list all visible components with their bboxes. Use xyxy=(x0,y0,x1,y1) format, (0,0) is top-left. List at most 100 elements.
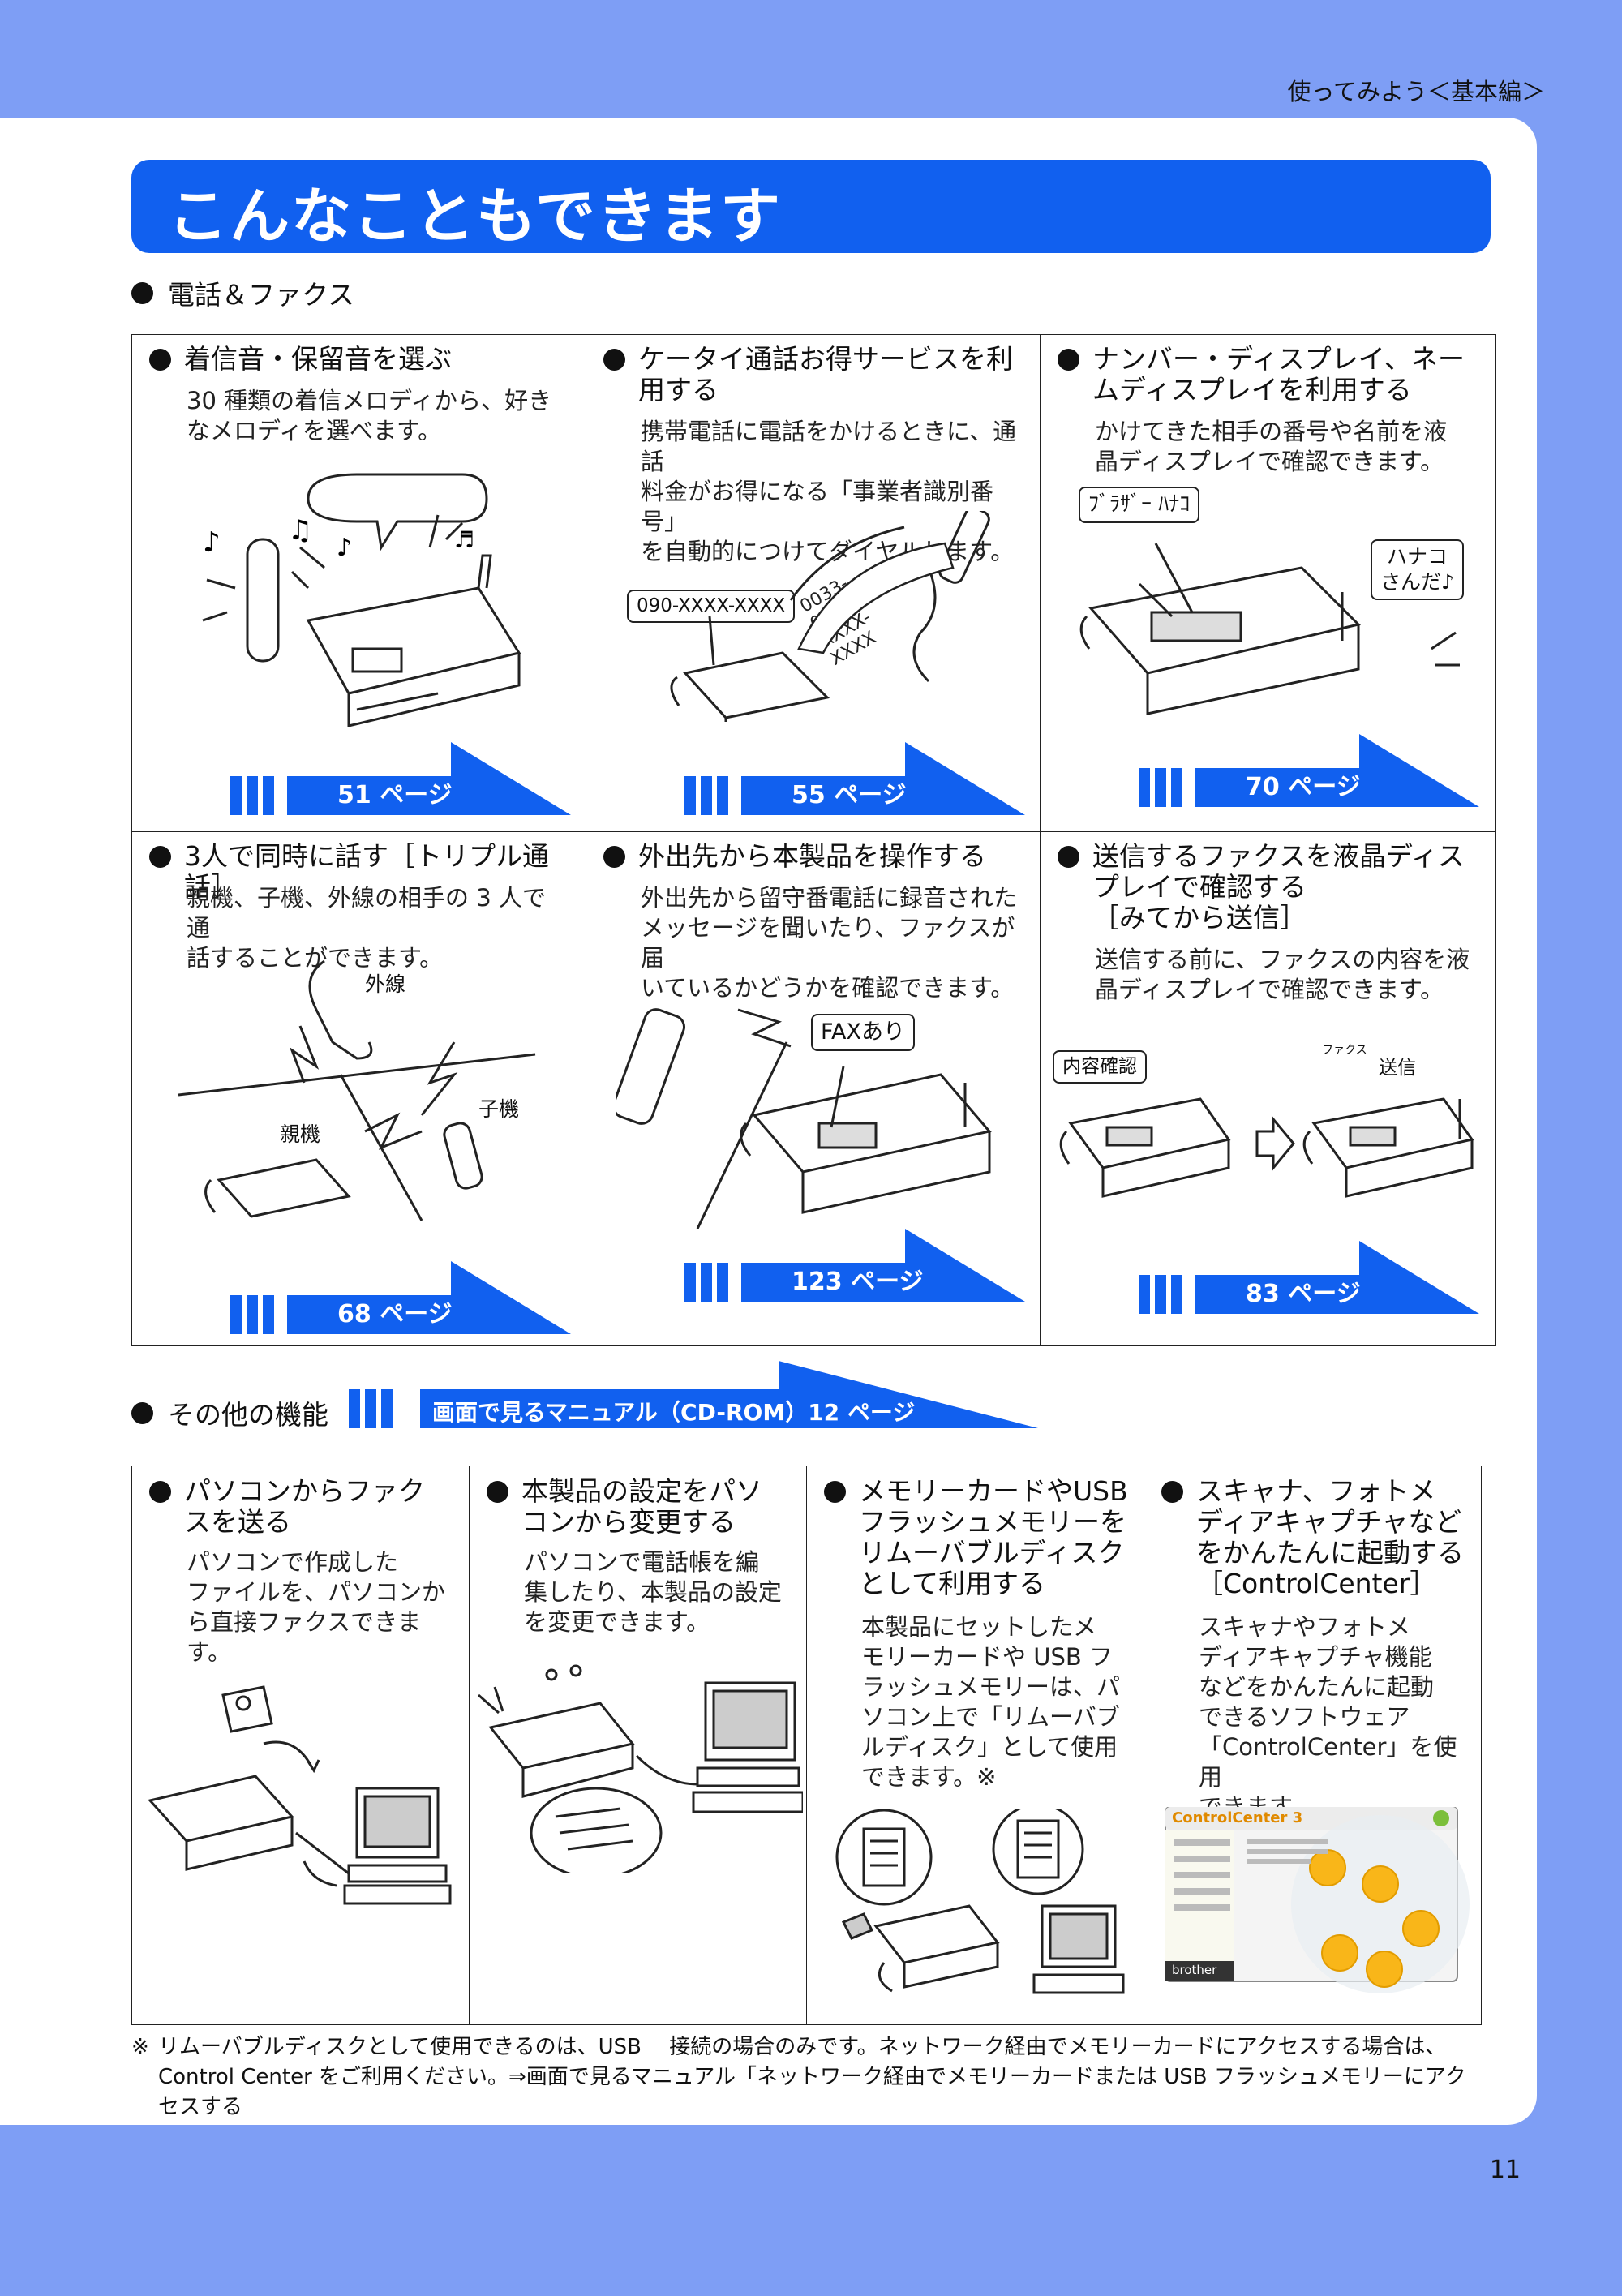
fax-cell-description: 親機、子機、外線の相手の 3 人で通話することができます。 xyxy=(187,883,568,973)
heading-line: 送信するファクスを液晶ディス xyxy=(1092,840,1465,872)
heading-line: ナンバー・ディスプレイ、ネー xyxy=(1092,343,1465,375)
page-reference-badge: 51 ページ xyxy=(230,742,571,815)
description-line: いているかどうかを確認できます。 xyxy=(641,974,1015,1002)
heading-line: メモリーカードやUSB xyxy=(859,1475,1128,1507)
svg-text:♪: ♪ xyxy=(203,526,221,559)
fax-cell-heading: 送信するファクスを液晶ディスプレイで確認する［みてから送信］ xyxy=(1058,841,1482,933)
svg-text:♪: ♪ xyxy=(337,534,352,562)
bullet-icon xyxy=(149,349,171,371)
description-line: パソコンで作成した xyxy=(187,1548,399,1576)
svg-text:♬: ♬ xyxy=(454,526,474,553)
description-line: などをかんたんに起動 xyxy=(1199,1673,1435,1701)
heading-line: ディアキャプチャなど xyxy=(1196,1506,1462,1538)
number-display-illustration xyxy=(1079,543,1460,715)
other-cell-heading: 本製品の設定をパソコンから変更する xyxy=(487,1476,792,1538)
description-line: 料金がお得になる「事業者識別番号」 xyxy=(641,478,994,535)
description-line: 本製品にセットしたメ xyxy=(861,1613,1097,1641)
page-title: こんなこともできます xyxy=(168,182,783,251)
footnote-mark: ※ xyxy=(131,2035,149,2059)
hanako-bubble: ハナコ さんだ♪ xyxy=(1371,539,1464,600)
page-reference-badge: 68 ページ xyxy=(230,1261,571,1334)
description-line: ら直接ファクスできま xyxy=(187,1608,422,1636)
description-line: 「ControlCenter」を使用 xyxy=(1199,1733,1457,1791)
manual-banner-label: 画面で見るマニュアル（CD-ROM）12 ページ xyxy=(432,1399,916,1426)
page-reference-badge: 123 ページ xyxy=(684,1229,1025,1302)
heading-line: をかんたんに起動する xyxy=(1196,1537,1464,1569)
description-line: パソコンで電話帳を編 xyxy=(524,1548,760,1576)
outside-line-label: 外線 xyxy=(365,972,406,996)
send-tag: 送信 xyxy=(1379,1058,1416,1079)
base-unit-label: 親機 xyxy=(280,1122,321,1146)
description-line: できるソフトウェア xyxy=(1199,1703,1410,1731)
header-band xyxy=(0,0,1622,118)
heading-line: 外出先から本製品を操作する xyxy=(638,840,986,872)
description-line: かけてきた相手の番号や名前を液 xyxy=(1095,418,1448,445)
title-bar: こんなこともできます xyxy=(131,160,1491,253)
fax-cell-heading: 外出先から本製品を操作する xyxy=(603,841,1025,872)
fax-cell-heading: ケータイ通話お得サービスを利用する xyxy=(603,344,1025,406)
bullet-icon xyxy=(1058,349,1079,371)
screen-title: ControlCenter 3 xyxy=(1172,1809,1303,1826)
description-line: ソコン上で「リムーバブ xyxy=(861,1703,1120,1731)
description-line: モリーカードや USB フ xyxy=(861,1643,1113,1671)
bullet-icon xyxy=(487,1481,508,1503)
remote-access-illustration xyxy=(616,1008,992,1229)
manual-banner xyxy=(349,1361,1038,1428)
handset-label: 子機 xyxy=(478,1097,520,1121)
description-line: 晶ディスプレイで確認できます。 xyxy=(1095,448,1444,475)
description-line: 晶ディスプレイで確認できます。 xyxy=(1095,976,1444,1003)
control-center-screen xyxy=(1165,1807,1470,1993)
heading-line: 用する xyxy=(638,374,719,406)
page-reference-label: 83 ページ xyxy=(1246,1280,1361,1308)
description-line: 親機、子機、外線の相手の 3 人で通 xyxy=(187,884,546,942)
description-line: す。 xyxy=(187,1638,232,1666)
bullet-icon xyxy=(131,281,153,304)
heading-line: コンから変更する xyxy=(521,1506,736,1538)
description-line: 外出先から留守番電話に録音された xyxy=(641,884,1018,912)
bullet-icon xyxy=(131,1401,153,1424)
heading-line: リムーバブルディスク xyxy=(859,1537,1125,1569)
page-reference-label: 55 ページ xyxy=(792,781,907,809)
fax-key-label: ファクス xyxy=(1322,1044,1367,1057)
heading-line: スを送る xyxy=(184,1506,291,1538)
description-line: 話することができます。 xyxy=(187,944,444,972)
mobile-call-illustration xyxy=(670,511,990,722)
heading-line: 3人で同時に話す［トリプル通話］ xyxy=(184,840,549,903)
pc-settings-illustration xyxy=(478,1664,803,1873)
fax-received-tag: FAXあり xyxy=(811,1014,916,1051)
description-line: ファイルを、パソコンか xyxy=(187,1578,446,1606)
fax-cell-description: 外出先から留守番電話に録音されたメッセージを聞いたり、ファクスが届いているかどう… xyxy=(641,883,1022,1003)
memory-card-illustration xyxy=(835,1809,1125,1994)
description-line: 送信する前に、ファクスの内容を液 xyxy=(1095,946,1470,973)
page-number: 11 xyxy=(1489,2156,1521,2184)
bullet-icon xyxy=(149,1481,171,1503)
other-cell-description: スキャナやフォトメディアキャプチャ機能などをかんたんに起動できるソフトウェア「C… xyxy=(1199,1612,1465,1822)
heading-line: ケータイ通話お得サービスを利 xyxy=(638,343,1013,375)
bullet-icon xyxy=(149,846,171,868)
preview-send-illustration xyxy=(1059,1097,1474,1198)
page-reference-label: 68 ページ xyxy=(337,1300,453,1328)
page-reference-badge: 55 ページ xyxy=(684,742,1025,815)
screen-brand: brother xyxy=(1172,1963,1217,1977)
page-reference-badge: 70 ページ xyxy=(1139,734,1479,807)
section-fax-label: 電話＆ファクス xyxy=(168,279,355,311)
description-line: なメロディを選べます。 xyxy=(187,417,442,444)
other-cell-heading: パソコンからファクスを送る xyxy=(149,1476,454,1538)
content-check-tag: 内容確認 xyxy=(1053,1050,1147,1084)
page-reference-label: 51 ページ xyxy=(337,781,453,809)
heading-line: 着信音・保留音を選ぶ xyxy=(184,343,452,375)
triple-call-illustration xyxy=(178,959,536,1221)
footnote-line: リムーバブルディスクとして使用できるのは、USB 接続の場合のみです。ネットワー… xyxy=(158,2035,1447,2059)
description-line: ラッシュメモリーは、パ xyxy=(861,1673,1121,1701)
fax-cell-description: 30 種類の着信メロディから、好きなメロディを選べます。 xyxy=(187,386,568,446)
heading-line: 本製品の設定をパソ xyxy=(521,1475,762,1507)
other-cell-description: パソコンで電話帳を編集したり、本製品の設定を変更できます。 xyxy=(524,1547,790,1637)
bullet-icon xyxy=(1058,846,1079,868)
fax-cell-heading: 着信音・保留音を選ぶ xyxy=(149,344,571,375)
fax-cell-description: かけてきた相手の番号や名前を液晶ディスプレイで確認できます。 xyxy=(1095,417,1478,477)
heading-line: ムディスプレイを利用する xyxy=(1092,374,1412,406)
heading-line: パソコンからファク xyxy=(184,1475,425,1507)
other-cell-description: 本製品にセットしたメモリーカードや USB フラッシュメモリーは、パソコン上で「… xyxy=(861,1612,1127,1792)
